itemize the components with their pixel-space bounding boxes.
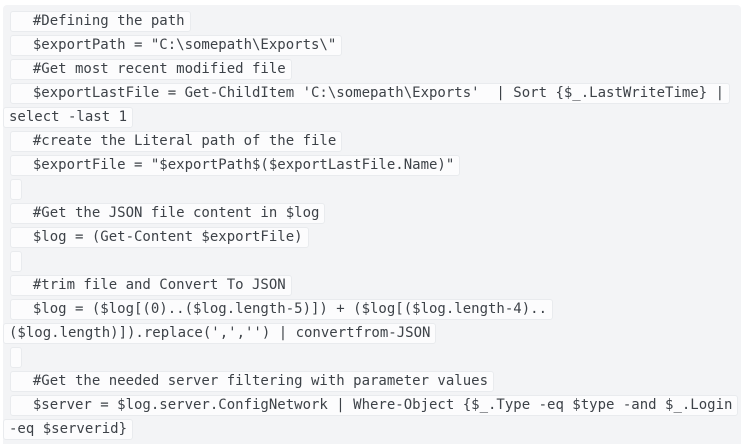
code-line-text: $exportPath = "C:\somepath\Exports\" <box>10 34 343 56</box>
code-line-text: $exportFile = "$exportPath$($exportLastF… <box>10 154 461 176</box>
code-block: #Defining the path $exportPath = "C:\som… <box>3 5 741 444</box>
code-line-text: $server = $log.server.ConfigNetwork | Wh… <box>10 394 739 416</box>
code-line-text: #Get the needed server filtering with pa… <box>10 370 495 392</box>
code-line: #Get most recent modified file <box>3 57 741 81</box>
code-blank-line <box>3 249 741 273</box>
code-line-text: #Get the JSON file content in $log <box>10 202 326 224</box>
code-line-text: $exportLastFile = Get-ChildItem 'C:\some… <box>10 82 731 104</box>
code-line-text: $log = ($log[(0)..($log.length-5)]) + ($… <box>10 298 554 320</box>
code-line-text: #create the Literal path of the file <box>10 130 343 152</box>
code-line: $log = (Get-Content $exportFile) <box>3 225 741 249</box>
code-line-text: $log = (Get-Content $exportFile) <box>10 226 309 248</box>
code-line: #trim file and Convert To JSON <box>3 273 741 297</box>
code-line: $log = ($log[(0)..($log.length-5)]) + ($… <box>3 297 741 321</box>
code-line-continuation: -eq $serverid} <box>3 417 741 441</box>
code-blank-line <box>3 345 741 369</box>
code-line-continuation: ($log.length)]).replace(',','') | conver… <box>3 321 741 345</box>
code-line-text <box>10 250 22 272</box>
code-line-continuation: select -last 1 <box>3 105 741 129</box>
code-line: $exportLastFile = Get-ChildItem 'C:\some… <box>3 81 741 105</box>
code-line: #Defining the path <box>3 9 741 33</box>
code-line: #create the Literal path of the file <box>3 129 741 153</box>
code-line: #Get the JSON file content in $log <box>3 201 741 225</box>
code-line-text <box>10 178 22 200</box>
code-line-text: #Get most recent modified file <box>10 58 292 80</box>
code-line-text <box>10 346 22 368</box>
code-line-text: ($log.length)]).replace(',','') | conver… <box>3 322 437 344</box>
code-line-text: #trim file and Convert To JSON <box>10 274 292 296</box>
code-line: #Get the needed server filtering with pa… <box>3 369 741 393</box>
code-line: $server = $log.server.ConfigNetwork | Wh… <box>3 393 741 417</box>
code-line: $exportFile = "$exportPath$($exportLastF… <box>3 153 741 177</box>
code-line-text: -eq $serverid} <box>3 418 134 440</box>
code-blank-line <box>3 177 741 201</box>
code-line-text: select -last 1 <box>3 106 134 128</box>
code-line-text: #Defining the path <box>10 10 191 32</box>
code-line: $exportPath = "C:\somepath\Exports\" <box>3 33 741 57</box>
